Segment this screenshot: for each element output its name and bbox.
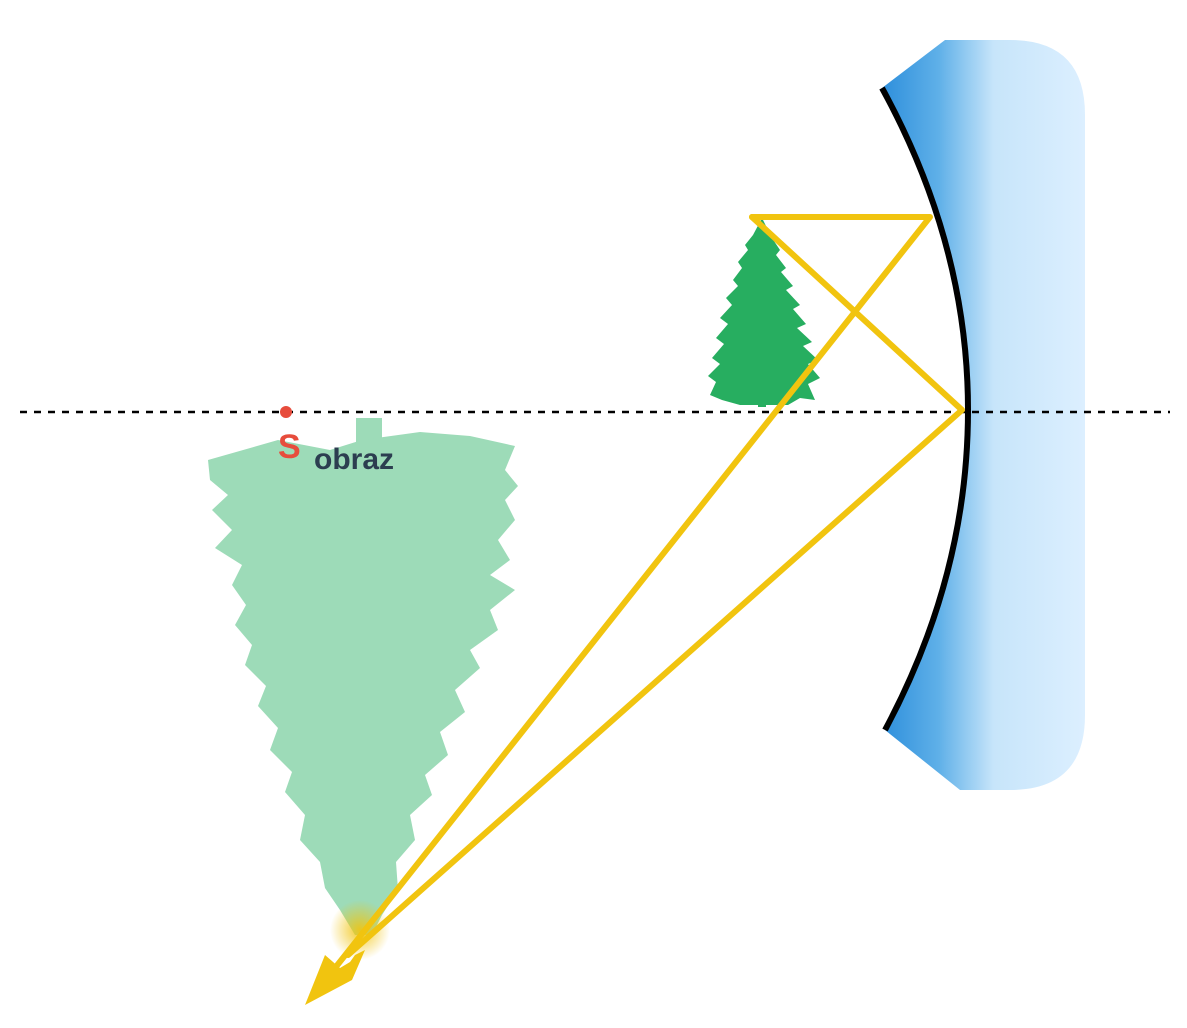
ray-parallel bbox=[332, 214, 933, 971]
ray-arrowhead-icon bbox=[305, 950, 365, 1005]
inverted-fir-tree-icon bbox=[208, 418, 518, 960]
center-of-curvature-point bbox=[280, 406, 292, 418]
mirror-glass bbox=[882, 40, 1085, 790]
fir-tree-icon bbox=[708, 218, 820, 407]
concave-mirror bbox=[879, 40, 1085, 790]
ray-to-vertex bbox=[345, 214, 965, 958]
center-of-curvature-label: S bbox=[278, 428, 301, 466]
mirror-reflective-edge bbox=[879, 86, 972, 732]
light-rays bbox=[332, 214, 965, 971]
image-label: obraz bbox=[314, 443, 394, 476]
